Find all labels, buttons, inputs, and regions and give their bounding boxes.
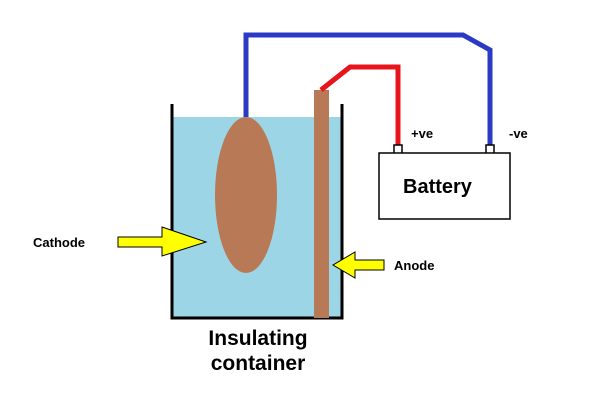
battery-label: Battery <box>403 176 472 198</box>
cathode-label: Cathode <box>33 235 85 250</box>
container-label-line2: container <box>210 352 306 376</box>
positive-wire <box>319 64 401 147</box>
anode-rod <box>314 90 329 318</box>
anode-arrow-icon <box>332 251 385 279</box>
negative-wire <box>243 32 493 147</box>
negative-terminal-label: -ve <box>509 126 528 141</box>
cathode-object <box>215 117 277 273</box>
container-label-line1: Insulating <box>208 327 308 350</box>
battery-body <box>378 152 511 220</box>
insulating-container <box>170 104 344 320</box>
cathode-arrow-icon <box>117 226 208 257</box>
anode-label: Anode <box>394 258 435 273</box>
positive-terminal-label: +ve <box>411 126 434 141</box>
container-label: Insulating container <box>176 326 340 376</box>
